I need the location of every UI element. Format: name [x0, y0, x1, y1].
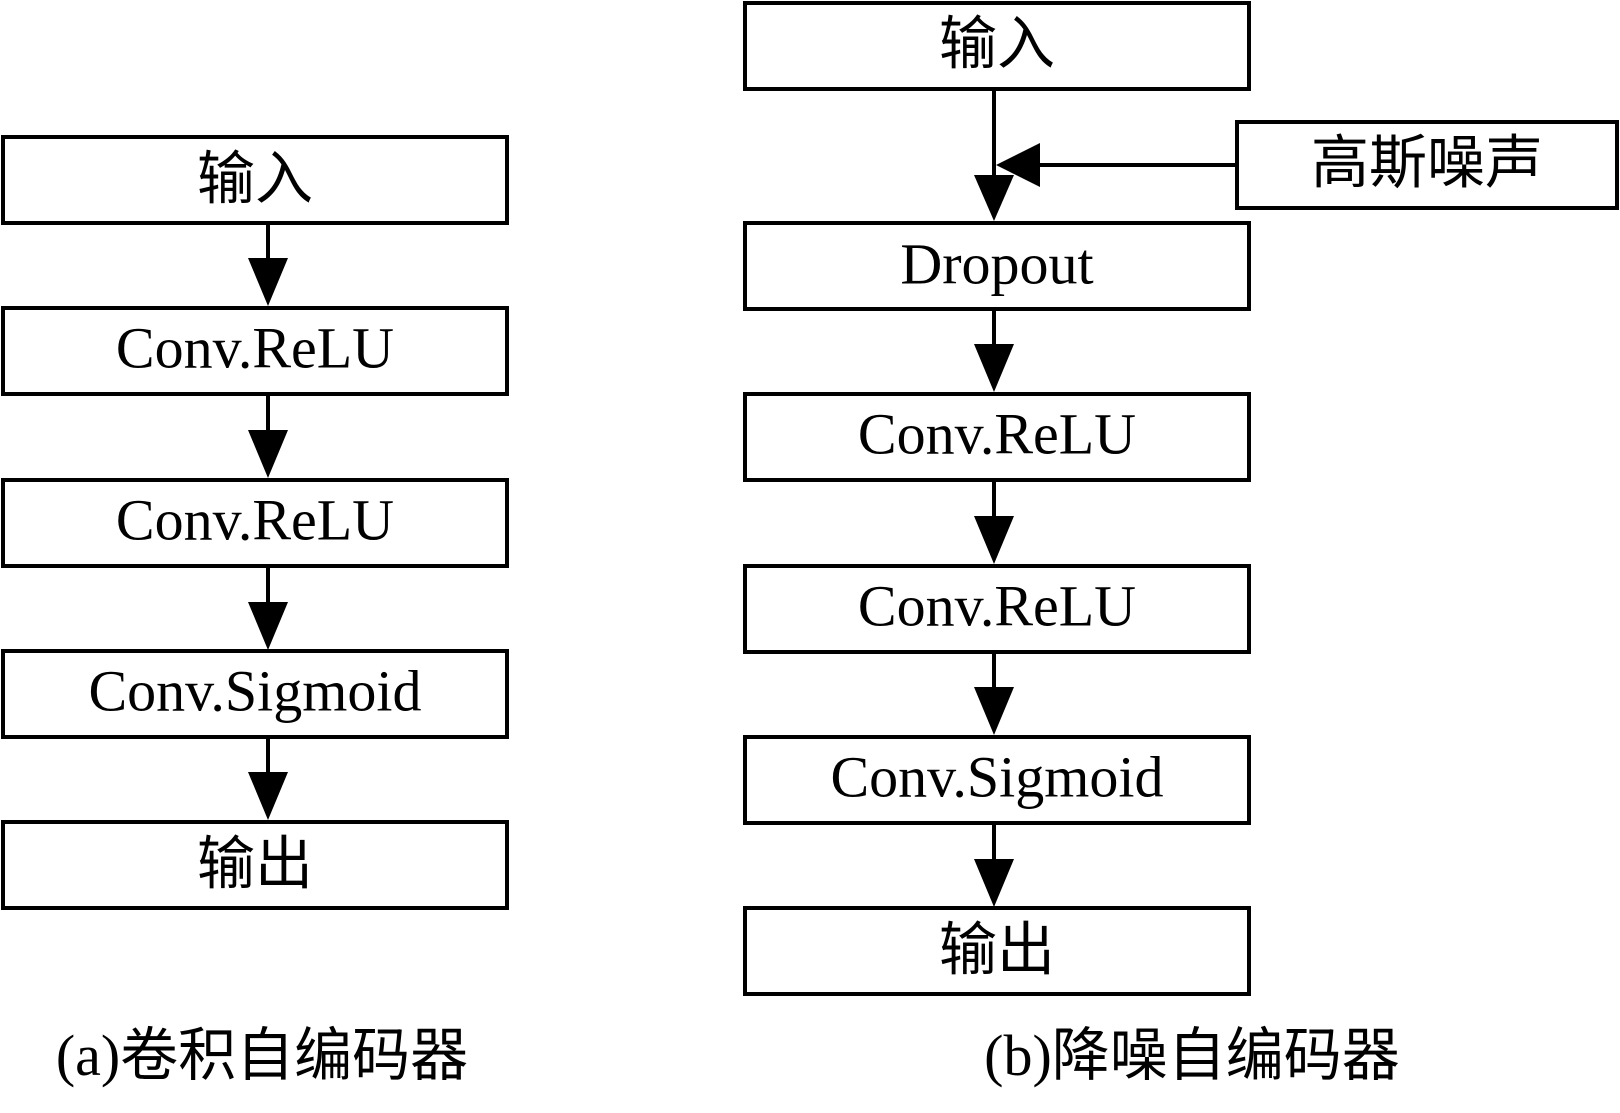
node-a-conv1: Conv.ReLU [1, 306, 509, 396]
node-a-input-label: 输入 [197, 146, 313, 211]
node-b-input: 输入 [743, 1, 1251, 91]
node-a-output: 输出 [1, 820, 509, 910]
node-a-conv2: Conv.ReLU [1, 478, 509, 568]
arrowhead-a-3 [248, 602, 288, 650]
arrowhead-b-5 [974, 859, 1014, 907]
node-a-conv1-label: Conv.ReLU [116, 315, 394, 380]
node-b-conv1-label: Conv.ReLU [858, 401, 1136, 466]
node-b-conv2: Conv.ReLU [743, 564, 1251, 654]
arrowhead-b-3 [974, 516, 1014, 564]
node-b-output-label: 输出 [939, 917, 1055, 982]
arrowhead-b-1 [974, 175, 1014, 221]
arrowhead-b-noise [996, 143, 1040, 187]
arrowhead-b-4 [974, 687, 1014, 735]
node-b-noise: 高斯噪声 [1235, 120, 1619, 210]
caption-a: (a)卷积自编码器 [56, 1023, 468, 1088]
node-b-conv1: Conv.ReLU [743, 392, 1251, 482]
caption-b: (b)降噪自编码器 [984, 1023, 1400, 1088]
arrowhead-a-1 [248, 258, 288, 306]
node-a-conv3-label: Conv.Sigmoid [88, 658, 421, 723]
arrowhead-b-2 [974, 344, 1014, 392]
node-b-conv3-label: Conv.Sigmoid [830, 744, 1163, 809]
node-b-input-label: 输入 [939, 11, 1055, 76]
node-a-input: 输入 [1, 135, 509, 225]
arrowhead-a-2 [248, 430, 288, 478]
node-b-dropout: Dropout [743, 221, 1251, 311]
node-b-output: 输出 [743, 906, 1251, 996]
node-b-noise-label: 高斯噪声 [1311, 130, 1543, 195]
node-a-conv3: Conv.Sigmoid [1, 649, 509, 739]
diagram-a: 输入 Conv.ReLU Conv.ReLU Conv.Sigmoid 输出 (… [1, 135, 509, 1088]
node-a-output-label: 输出 [197, 831, 313, 896]
node-b-dropout-label: Dropout [900, 231, 1093, 296]
node-a-conv2-label: Conv.ReLU [116, 487, 394, 552]
diagram-b: 输入 高斯噪声 Dropout Conv.ReLU Conv.ReLU [743, 1, 1619, 1088]
node-b-conv3: Conv.Sigmoid [743, 735, 1251, 825]
arrowhead-a-4 [248, 772, 288, 820]
node-b-conv2-label: Conv.ReLU [858, 573, 1136, 638]
